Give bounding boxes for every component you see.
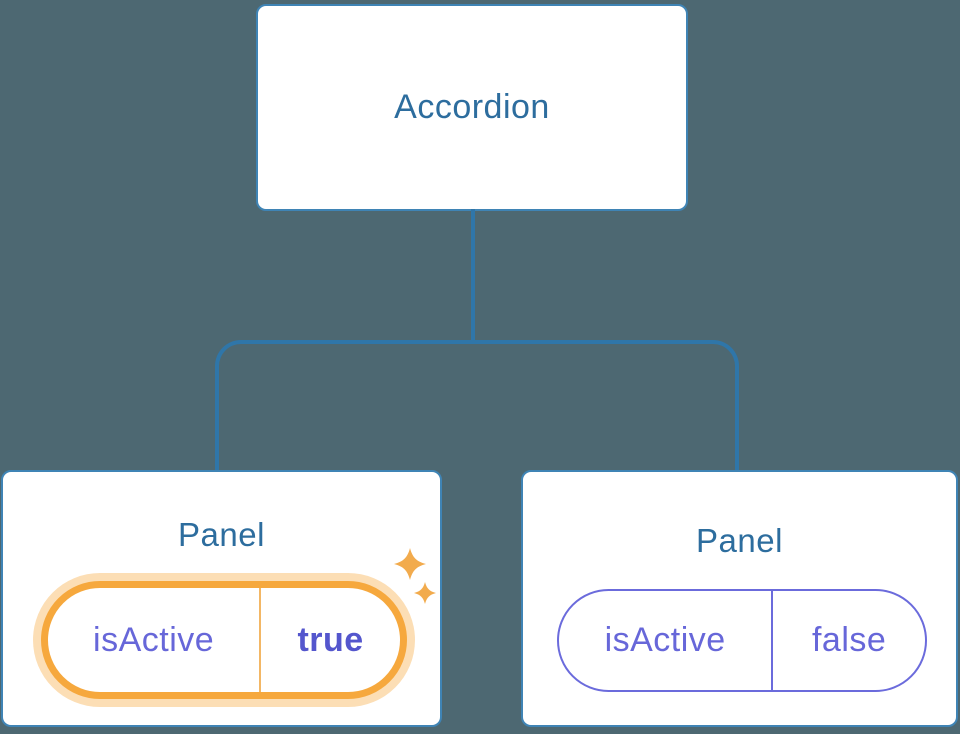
state-pill-inactive: isActive false (557, 589, 927, 692)
pill-divider (771, 591, 774, 690)
accordion-node: Accordion (256, 4, 688, 211)
panel-node-active: Panel isActive true (1, 470, 442, 727)
state-prop-name: isActive (604, 621, 726, 659)
pill-divider (259, 588, 262, 692)
state-prop-value: true (297, 620, 364, 659)
panel-title: Panel (178, 516, 265, 553)
panel-node-inactive: Panel isActive false (521, 470, 958, 727)
connector-stem-line (471, 209, 475, 344)
sparkle-icon (394, 548, 436, 604)
accordion-label: Accordion (394, 88, 550, 126)
state-pill-active: isActive true (41, 581, 407, 699)
state-prop-value: false (811, 621, 887, 659)
panel-title: Panel (696, 522, 783, 559)
connector-branch-line (215, 340, 739, 471)
state-prop-name: isActive (93, 620, 215, 659)
